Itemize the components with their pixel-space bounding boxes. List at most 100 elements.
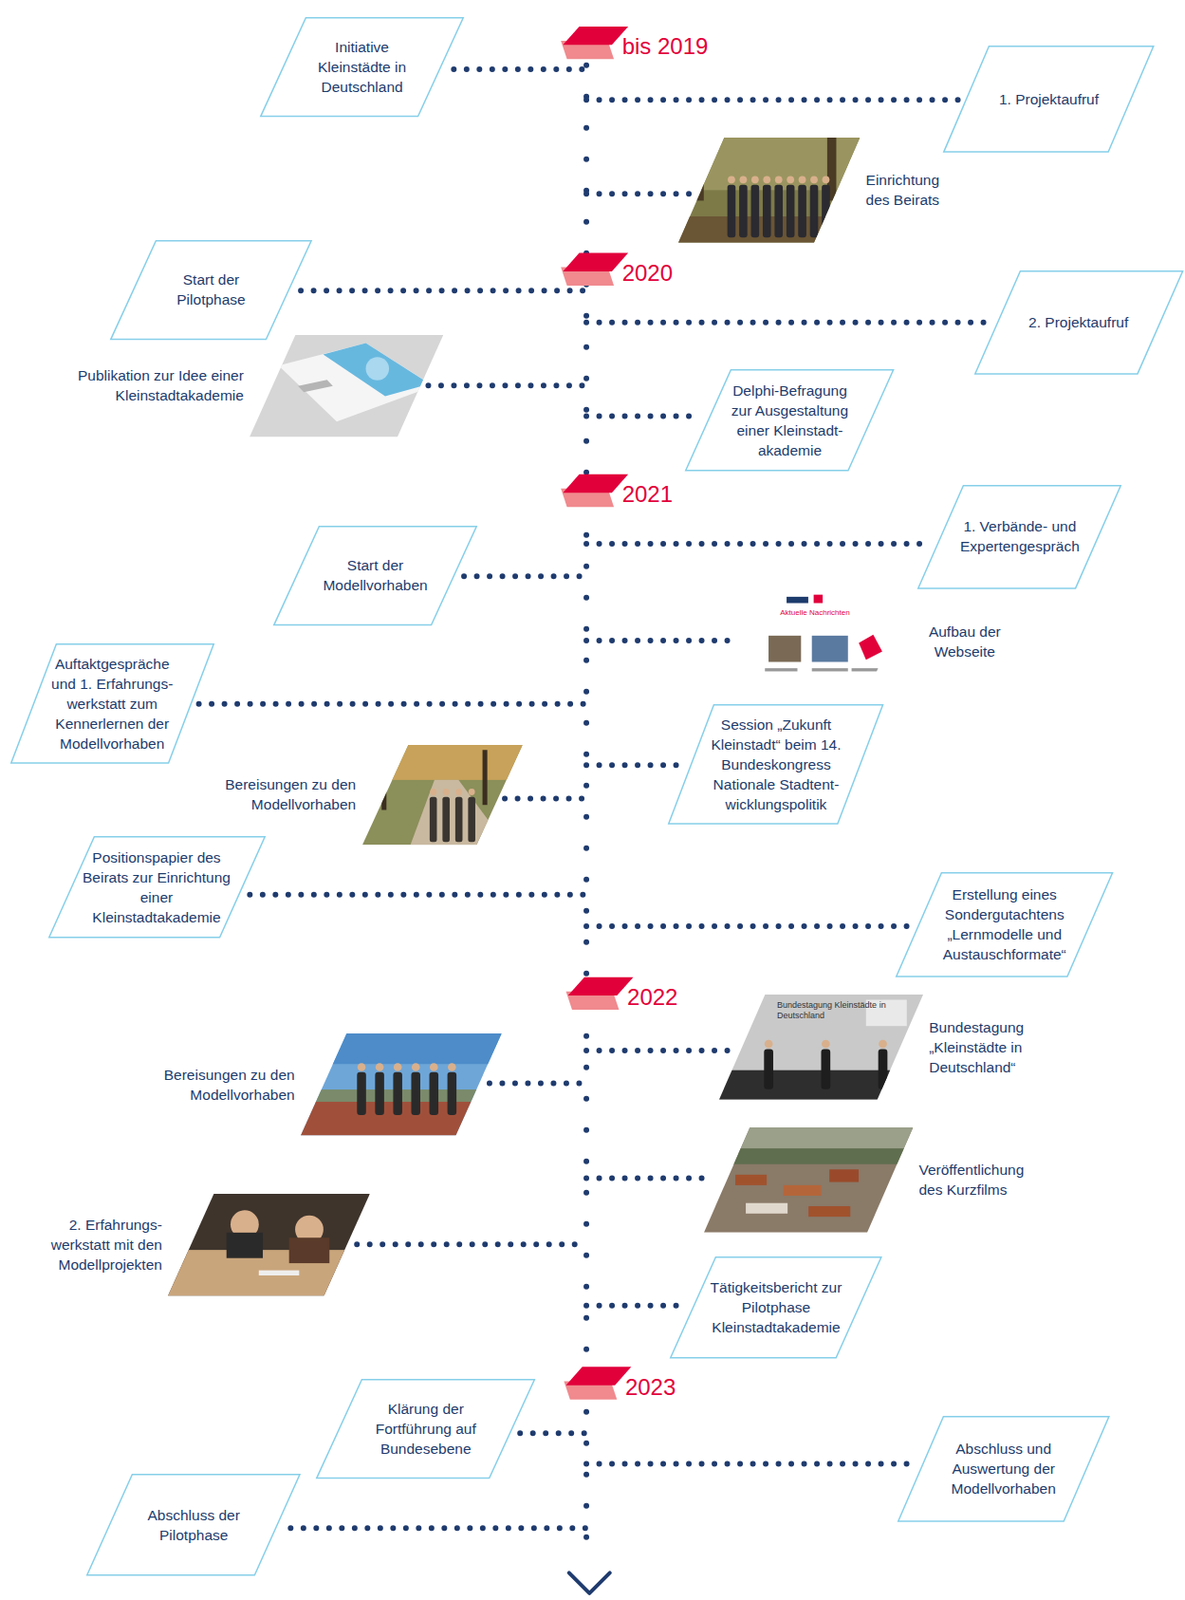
picture-detail xyxy=(300,1033,502,1135)
picture-detail xyxy=(429,1072,440,1115)
picture-detail xyxy=(727,176,736,185)
picture-detail xyxy=(786,596,809,604)
leader-dots xyxy=(290,1524,587,1531)
picture-detail xyxy=(739,176,747,185)
leader-dots xyxy=(504,796,587,802)
picture-detail xyxy=(851,667,880,671)
photo-text: Aktuelle Nachrichten xyxy=(779,608,882,617)
photo-milestone: 2. Erfahrungs- werkstatt mit den Modellp… xyxy=(167,1193,371,1296)
picture-detail xyxy=(455,788,463,796)
photo xyxy=(703,1127,913,1233)
picture-detail xyxy=(719,994,924,1100)
milestone-text: Start der Modellvorhaben xyxy=(316,555,435,595)
milestone-box: Delphi-Befragung zur Ausgestaltung einer… xyxy=(685,369,894,471)
picture-detail xyxy=(411,1062,421,1072)
parallelogram xyxy=(944,46,1154,152)
year-label: 2020 xyxy=(622,259,673,287)
year-label: 2021 xyxy=(622,481,673,508)
picture-detail xyxy=(877,1049,888,1090)
photo xyxy=(362,744,523,845)
milestone-text: Tätigkeitsbericht zur Pilotphase Kleinst… xyxy=(708,1277,844,1337)
picture-detail xyxy=(797,176,806,185)
milestone-box: Erstellung eines Sondergutachtens „Lernm… xyxy=(895,871,1113,978)
picture-detail xyxy=(442,788,449,796)
picture-detail xyxy=(375,1062,385,1072)
picture-detail xyxy=(411,1072,422,1115)
picture-detail xyxy=(809,185,818,238)
picture-detail xyxy=(429,788,437,796)
year-flag xyxy=(560,253,629,286)
picture-detail xyxy=(797,185,807,238)
box-outline xyxy=(110,240,313,340)
photo-caption: Aufbau der Webseite xyxy=(918,621,1011,662)
picture-detail xyxy=(786,176,795,185)
leader-dots xyxy=(427,382,587,389)
parallelogram xyxy=(48,836,264,938)
picture-detail xyxy=(278,342,434,422)
picture-detail xyxy=(297,379,334,392)
photo-milestone: Publikation zur Idee einer Kleinstadtaka… xyxy=(249,334,444,437)
parallelogram xyxy=(87,1474,300,1575)
picture-detail xyxy=(249,334,444,437)
milestone-text: Start der Pilotphase xyxy=(160,269,262,310)
picture-detail xyxy=(467,788,475,796)
milestone-box: Session „Zukunft Kleinstadt“ beim 14. Bu… xyxy=(667,703,884,825)
leader-dots xyxy=(586,319,990,326)
box-outline xyxy=(273,525,478,626)
picture-detail xyxy=(821,185,831,238)
picture-detail xyxy=(775,176,783,185)
picture-detail xyxy=(167,1193,371,1296)
picture-detail xyxy=(820,1049,831,1090)
picture-detail xyxy=(703,1147,913,1165)
leader-dots xyxy=(586,540,928,547)
photo-caption: Veröffentlichung des Kurzfilms xyxy=(918,1159,1046,1200)
leader-dots xyxy=(199,701,587,707)
box-outline xyxy=(86,1473,301,1575)
year-label: 2022 xyxy=(627,983,678,1011)
leader-dots xyxy=(586,1460,913,1466)
picture-detail xyxy=(357,1062,367,1072)
photo-milestone: Bundestagung „Kleinstädte in Deutschland… xyxy=(719,994,924,1100)
parallelogram xyxy=(260,18,463,117)
parallelogram xyxy=(974,271,1183,374)
picture-detail xyxy=(467,796,476,841)
photo-milestone: Bereisungen zu den Modellvorhaben xyxy=(362,744,523,845)
parallelogram xyxy=(10,644,213,763)
year-label: 2023 xyxy=(625,1373,676,1401)
leader-dots xyxy=(453,66,587,73)
photo-milestone: Bereisungen zu den Modellvorhaben xyxy=(300,1033,502,1135)
picture-detail xyxy=(821,176,830,185)
photo xyxy=(678,137,860,243)
photo-caption: 2. Erfahrungs- werkstatt mit den Modellp… xyxy=(9,1214,163,1275)
milestone-box: Initiative Kleinstädte in Deutschland xyxy=(259,17,464,117)
photo xyxy=(719,994,924,1100)
picture-detail xyxy=(786,185,796,238)
leader-dots xyxy=(300,287,587,294)
picture-detail xyxy=(719,1070,924,1100)
picture-detail xyxy=(362,744,523,845)
milestone-box: Abschluss der Pilotphase xyxy=(86,1473,301,1575)
picture-detail xyxy=(782,1185,821,1196)
year-flag xyxy=(560,26,629,59)
picture-detail xyxy=(393,1062,403,1072)
picture-detail xyxy=(811,667,848,671)
leader-dots xyxy=(489,1080,587,1087)
photo xyxy=(167,1193,371,1296)
milestone-box: 2. Projektaufruf xyxy=(974,270,1184,375)
picture-detail xyxy=(739,185,748,238)
milestone-text: 2. Projektaufruf xyxy=(1028,312,1129,333)
year-flag xyxy=(566,977,634,1010)
milestone-box: Start der Modellvorhaben xyxy=(273,525,478,626)
picture-detail xyxy=(678,137,860,243)
leader-dots xyxy=(586,761,686,768)
picture-detail xyxy=(735,1174,767,1185)
picture-detail xyxy=(362,744,523,780)
milestone-box: Abschluss und Auswertung der Modellvorha… xyxy=(897,1415,1111,1522)
picture-detail xyxy=(808,1205,851,1217)
picture-detail xyxy=(259,1269,300,1275)
parallelogram xyxy=(111,240,312,339)
picture-detail xyxy=(878,1039,888,1049)
parallelogram xyxy=(316,1379,536,1479)
leader-dots xyxy=(586,1174,714,1181)
